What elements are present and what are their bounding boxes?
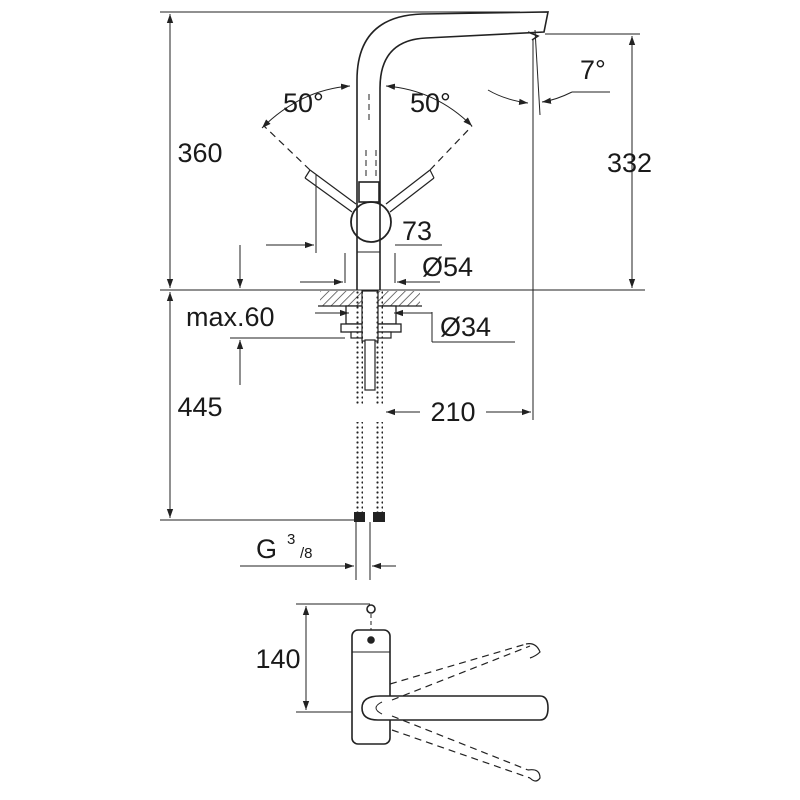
dim-spout-height: 332 xyxy=(607,148,652,178)
dim-base-diameter: Ø54 xyxy=(422,252,473,282)
angle-arcs xyxy=(261,83,610,129)
dimension-lines xyxy=(166,14,636,570)
top-view-body xyxy=(351,604,549,745)
supply-hoses xyxy=(354,290,385,522)
side-view xyxy=(160,11,645,580)
dim-connection-g: G xyxy=(256,534,277,564)
top-view xyxy=(296,603,549,782)
dim-max-deck: max.60 xyxy=(186,302,275,332)
dim-total-height: 360 xyxy=(177,138,222,168)
side-view-labels: 360 332 7° 50° 50° 73 Ø54 max.60 Ø34 445… xyxy=(177,55,652,564)
dim-connection-numerator: 3 xyxy=(287,531,295,548)
extension-lines xyxy=(160,11,645,580)
dim-lever-offset: 73 xyxy=(402,216,432,246)
dim-connection-denominator: /8 xyxy=(300,545,313,562)
faucet-body xyxy=(350,11,549,290)
dim-top-view-depth: 140 xyxy=(255,644,300,674)
lever-swing xyxy=(263,125,473,213)
dim-hole-diameter: Ø34 xyxy=(440,312,491,342)
top-view-extension-lines xyxy=(296,603,370,713)
dim-lever-angle-left: 50° xyxy=(283,88,324,118)
dim-hose-length: 445 xyxy=(177,392,222,422)
top-view-swing xyxy=(389,643,541,782)
dim-lever-angle-right: 50° xyxy=(410,88,451,118)
dim-spout-angle: 7° xyxy=(580,55,606,85)
dim-spout-reach: 210 xyxy=(430,397,475,427)
